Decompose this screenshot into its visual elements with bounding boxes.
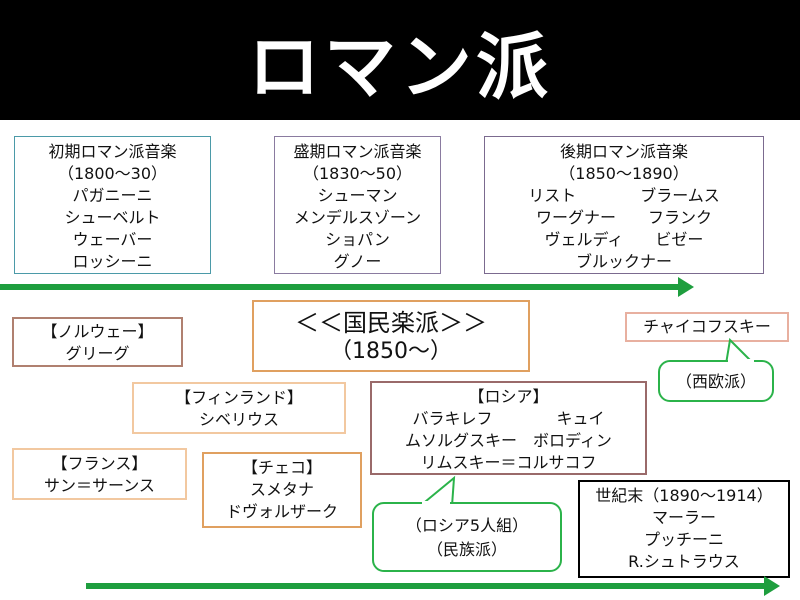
middle-romantic-heading: 盛期ロマン派音楽 xyxy=(293,142,422,161)
composer-name: マーラー xyxy=(651,508,716,527)
national-school-heading: ＜＜国民楽派＞＞ xyxy=(295,309,487,337)
header-bar: ロマン派 xyxy=(0,0,800,120)
tchaikovsky-box: チャイコフスキー xyxy=(625,312,789,342)
composer-name: チャイコフスキー xyxy=(643,317,771,336)
western-faction-label: （西欧派） xyxy=(675,372,756,391)
composer-name: リムスキー＝コルサコフ xyxy=(420,453,597,472)
late-romantic-years: （1850〜1890） xyxy=(559,164,689,183)
composer-name: グリーグ xyxy=(65,344,130,363)
late-romantic-box: 後期ロマン派音楽 （1850〜1890） リスト ブラームス ワーグナー フラン… xyxy=(484,136,764,274)
national-school-years: （1850〜） xyxy=(330,339,452,364)
early-romantic-years: （1800〜30） xyxy=(57,164,168,183)
composer-name: パガニーニ xyxy=(72,186,153,205)
country-label-finland: 【フィンランド】 xyxy=(175,388,303,407)
fin-de-siecle-box: 世紀末（1890〜1914） マーラー プッチーニ R.シュトラウス xyxy=(578,480,790,578)
composer-name: プッチーニ xyxy=(643,530,724,549)
late-romantic-heading: 後期ロマン派音楽 xyxy=(559,142,688,161)
composer-name: スメタナ xyxy=(249,480,314,499)
western-faction-bubble: （西欧派） xyxy=(658,360,774,402)
norway-box: 【ノルウェー】 グリーグ xyxy=(12,317,183,367)
fin-de-siecle-heading: 世紀末（1890〜1914） xyxy=(595,486,773,505)
composer-name: シューベルト xyxy=(64,208,161,227)
russian-five-bubble: （ロシア5人組） （民族派） xyxy=(372,502,562,572)
composer-name: バラキレフ キュイ xyxy=(412,409,605,428)
country-label-france: 【フランス】 xyxy=(51,454,148,473)
russian-five-label: （ロシア5人組） xyxy=(405,516,529,535)
russia-box: 【ロシア】 バラキレフ キュイ ムソルグスキー ボロディン リムスキー＝コルサコ… xyxy=(370,381,647,475)
timeline-arrow-bottom xyxy=(86,576,780,596)
early-romantic-box: 初期ロマン派音楽 （1800〜30） パガニーニ シューベルト ウェーバー ロッ… xyxy=(14,136,211,274)
finland-box: 【フィンランド】 シベリウス xyxy=(132,382,346,434)
country-label-norway: 【ノルウェー】 xyxy=(41,322,154,341)
composer-name: ブルックナー xyxy=(575,252,672,271)
country-label-czech: 【チェコ】 xyxy=(241,458,322,477)
composer-name: ムソルグスキー ボロディン xyxy=(405,431,612,450)
page-title: ロマン派 xyxy=(247,24,552,109)
composer-name: ワーグナー フランク xyxy=(535,208,712,227)
czech-box: 【チェコ】 スメタナ ドヴォルザーク xyxy=(202,452,362,528)
composer-name: ドヴォルザーク xyxy=(225,502,338,521)
composer-name: シューマン xyxy=(317,186,398,205)
composer-name: グノー xyxy=(333,252,382,271)
bubble-tail-cover xyxy=(422,501,450,505)
france-box: 【フランス】 サン＝サーンス xyxy=(12,448,187,500)
composer-name: R.シュトラウス xyxy=(628,552,740,571)
bubble-tail-cover xyxy=(728,359,754,363)
national-school-box: ＜＜国民楽派＞＞ （1850〜） xyxy=(252,300,530,372)
timeline-arrow-top xyxy=(0,277,694,297)
composer-name: メンデルスゾーン xyxy=(293,208,422,227)
country-label-russia: 【ロシア】 xyxy=(468,387,549,406)
middle-romantic-years: （1830〜50） xyxy=(302,164,413,183)
composer-name: ショパン xyxy=(325,230,390,249)
ethnic-faction-label: （民族派） xyxy=(426,540,507,559)
composer-name: リスト ブラームス xyxy=(528,186,720,205)
composer-name: ヴェルディ ビゼー xyxy=(544,230,704,249)
composer-name: シベリウス xyxy=(198,410,279,429)
composer-name: ロッシーニ xyxy=(72,252,153,271)
composer-name: サン＝サーンス xyxy=(44,476,155,495)
composer-name: ウェーバー xyxy=(72,230,153,249)
early-romantic-heading: 初期ロマン派音楽 xyxy=(48,142,177,161)
middle-romantic-box: 盛期ロマン派音楽 （1830〜50） シューマン メンデルスゾーン ショパン グ… xyxy=(274,136,441,274)
